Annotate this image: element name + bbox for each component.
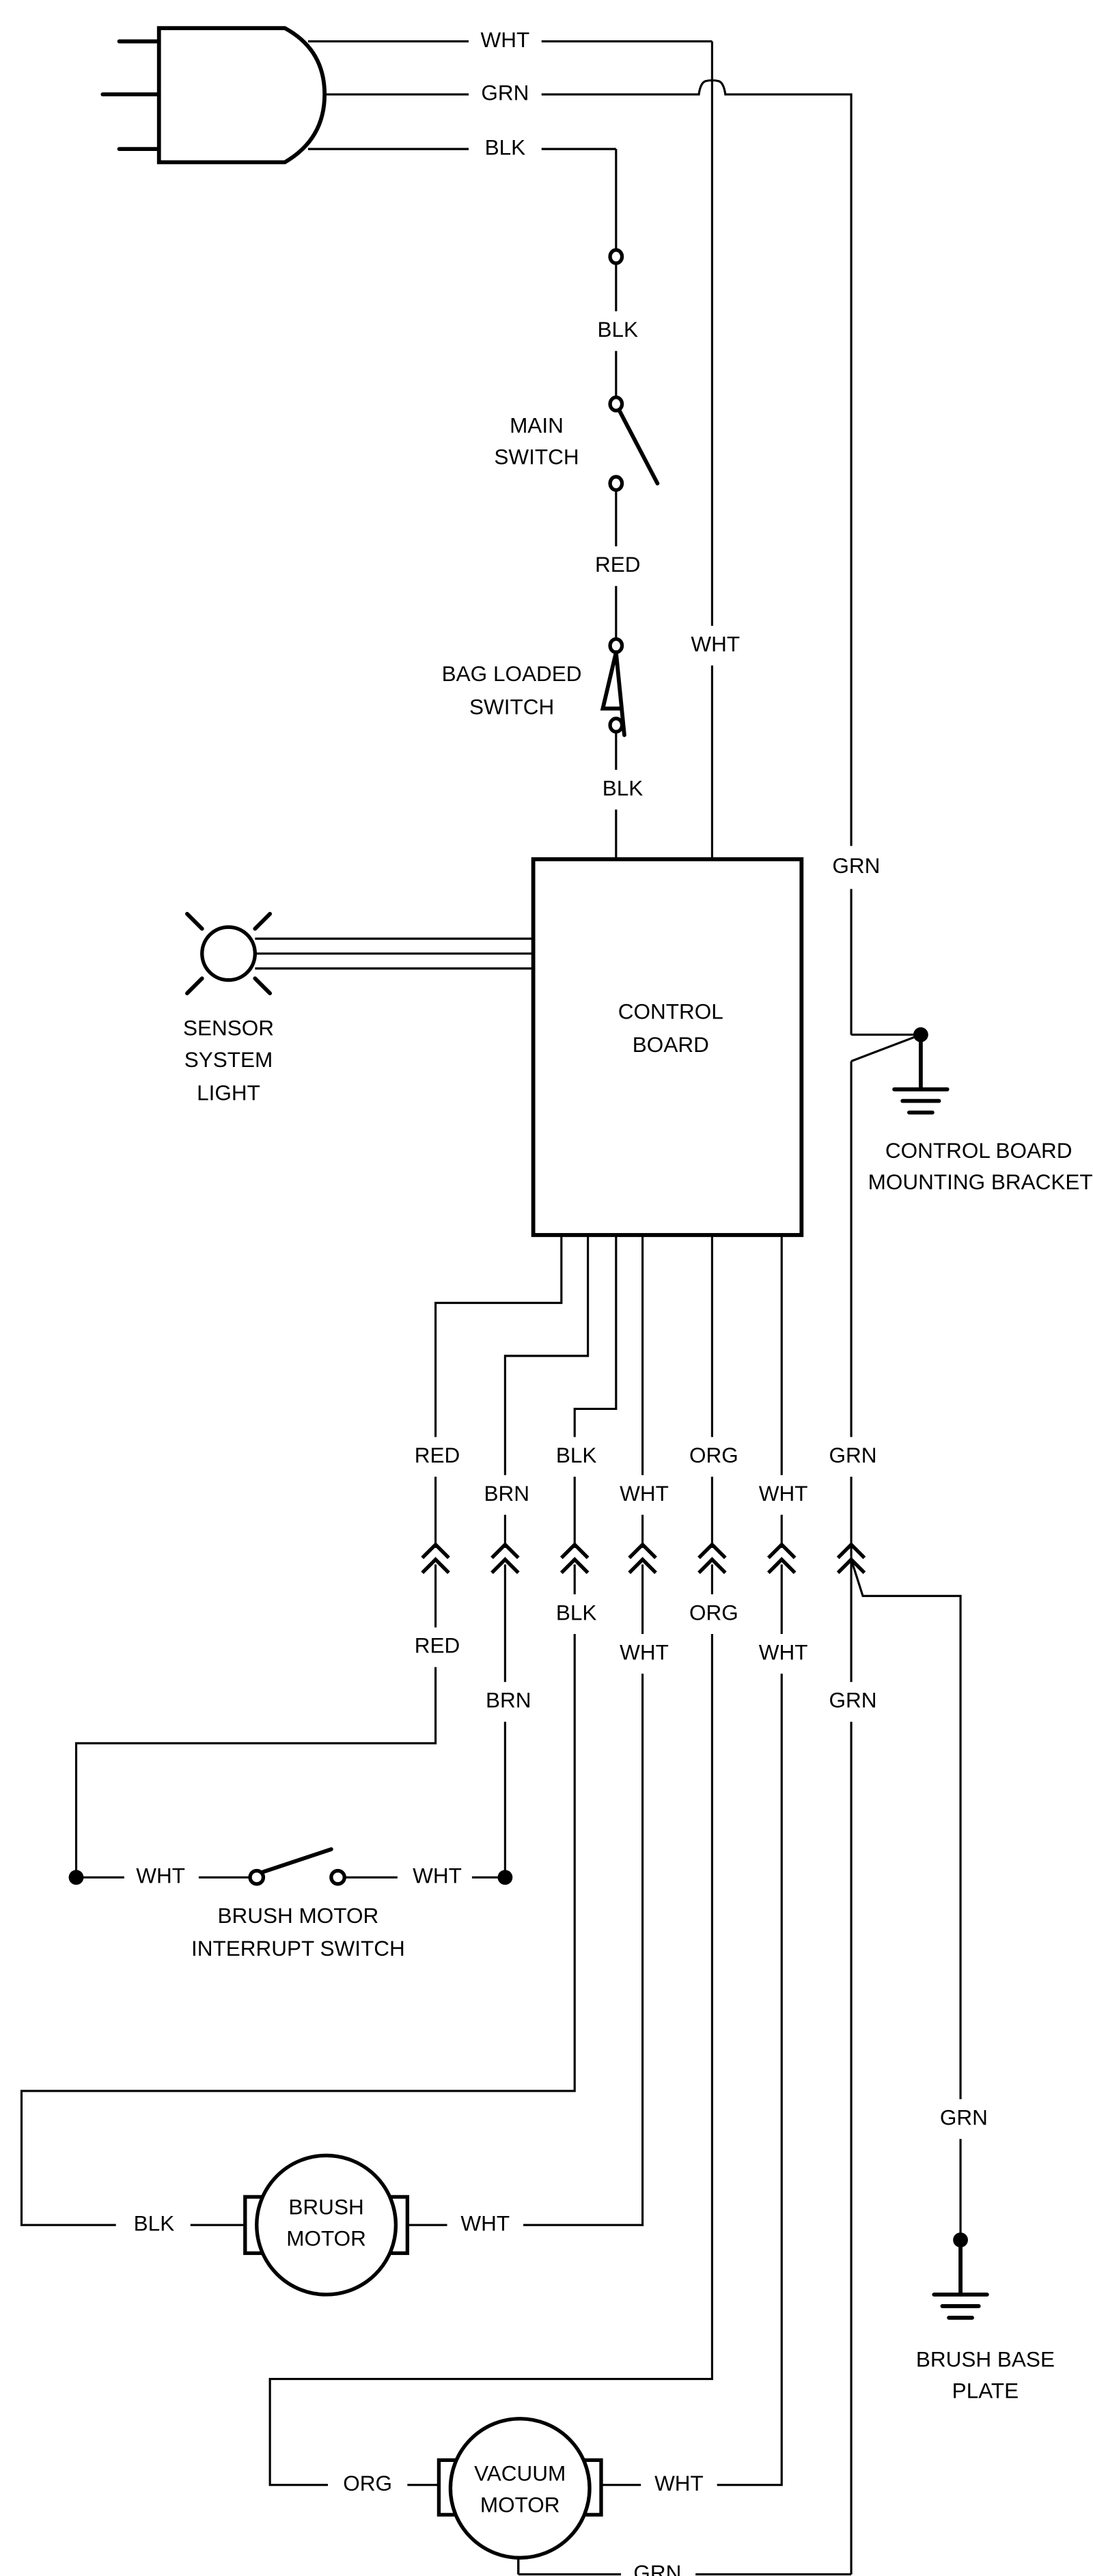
- connector-chevron-icon: [697, 1557, 727, 1575]
- harness-connectors: [421, 1542, 866, 1575]
- label-neutral-vertical: WHT: [691, 632, 740, 656]
- light-bulb-icon: [200, 925, 257, 982]
- connector-chevron-icon: [836, 1542, 866, 1560]
- label-base-plate-wire: GRN: [940, 2105, 988, 2129]
- wire-harness-wht-brush: [407, 1234, 644, 2226]
- harness-label-upper: WHT: [759, 1481, 808, 1506]
- harness-label-lower: BLK: [556, 1600, 597, 1624]
- label-ground-vertical: GRN: [832, 853, 880, 878]
- harness-label-lower: WHT: [620, 1639, 669, 1664]
- label-brush-left: BLK: [134, 2211, 175, 2236]
- label-sensor-3: LIGHT: [197, 1080, 260, 1105]
- connector-chevron-icon: [697, 1542, 727, 1560]
- connector-chevron-icon: [559, 1542, 590, 1560]
- harness-label-lower: RED: [415, 1633, 460, 1658]
- terminal-icon: [608, 248, 624, 266]
- wire-harness-org: [268, 1234, 713, 2487]
- label-blk-to-main: BLK: [597, 317, 638, 342]
- connector-chevron-icon: [421, 1557, 450, 1575]
- connector-chevron-icon: [628, 1557, 657, 1575]
- switch-blade-icon: [600, 650, 623, 711]
- label-base-plate-1: BRUSH BASE: [916, 2346, 1055, 2371]
- connector-chevron-icon: [766, 1557, 797, 1575]
- motor-icon: [255, 2153, 398, 2297]
- harness-label-upper: GRN: [829, 1443, 876, 1467]
- label-vacuum-motor-2: MOTOR: [480, 2493, 560, 2517]
- vacuum-motor: [437, 2417, 603, 2575]
- harness-label-lower: WHT: [759, 1639, 808, 1664]
- harness-label-upper: ORG: [689, 1443, 738, 1467]
- label-plug-grn: GRN: [481, 80, 529, 105]
- harness-label-lower: BRN: [486, 1688, 531, 1713]
- label-vacuum-ground: GRN: [633, 2560, 681, 2576]
- label-bag-to-board: BLK: [603, 775, 644, 800]
- label-control-board-2: BOARD: [633, 1032, 709, 1057]
- connector-chevron-icon: [766, 1542, 797, 1560]
- main-switch-terminal-icon: [608, 475, 624, 493]
- harness-label-upper: RED: [415, 1443, 460, 1467]
- wire-plug-wht: [307, 40, 713, 859]
- connector-chevron-icon: [490, 1542, 520, 1560]
- label-interrupt-right: WHT: [413, 1864, 462, 1888]
- sensor-system-light: [185, 911, 534, 996]
- interrupt-terminal-icon: [329, 1868, 346, 1886]
- wire-harness-blk: [20, 1234, 618, 2226]
- label-bracket-1: CONTROL BOARD: [885, 1138, 1073, 1163]
- label-bag-switch-2: SWITCH: [469, 695, 554, 719]
- label-brush-motor-1: BRUSH: [288, 2194, 363, 2219]
- harness-label-lower: ORG: [689, 1600, 738, 1624]
- connector-chevron-icon: [490, 1557, 520, 1575]
- ground-bracket: [892, 1027, 950, 1115]
- label-main-switch-1: MAIN: [510, 413, 564, 438]
- junction-dot: [497, 1870, 513, 1885]
- label-vacuum-motor-1: VACUUM: [474, 2461, 566, 2485]
- main-switch-terminal-icon: [608, 395, 624, 413]
- label-bag-switch-1: BAG LOADED: [442, 661, 582, 686]
- label-sensor-2: SYSTEM: [184, 1047, 273, 1072]
- label-interrupt-left: WHT: [136, 1864, 185, 1888]
- motor-icon: [448, 2417, 592, 2560]
- label-vacuum-left: ORG: [343, 2471, 392, 2495]
- harness-label-upper: BRN: [484, 1481, 530, 1506]
- label-sensor-1: SENSOR: [183, 1016, 274, 1040]
- switch-blade-icon: [260, 1847, 333, 1874]
- label-base-plate-2: PLATE: [952, 2378, 1019, 2402]
- label-vacuum-right: WHT: [654, 2471, 704, 2495]
- label-plug-blk: BLK: [485, 135, 526, 159]
- brush-motor-interrupt-switch[interactable]: [68, 1847, 513, 1886]
- harness-label-upper: WHT: [620, 1481, 669, 1506]
- wire-harness-red: [74, 1234, 563, 1878]
- interrupt-terminal-icon: [248, 1868, 266, 1886]
- label-interrupt-1: BRUSH MOTOR: [218, 1903, 379, 1928]
- harness-label-lower: GRN: [829, 1688, 876, 1713]
- label-main-switch-2: SWITCH: [494, 445, 579, 469]
- label-brush-right: WHT: [460, 2211, 510, 2236]
- label-plug-wht: WHT: [481, 27, 530, 52]
- wire-plug-grn: [324, 79, 922, 2576]
- label-control-board-1: CONTROL: [618, 999, 723, 1024]
- connector-chevron-icon: [628, 1542, 657, 1560]
- bag-switch-terminal-icon: [608, 717, 624, 734]
- label-bracket-2: MOUNTING BRACKET: [868, 1169, 1093, 1194]
- brush-motor: [243, 2153, 410, 2297]
- connector-chevron-icon: [421, 1542, 450, 1560]
- wire-ground-branch: [850, 1559, 962, 2239]
- connector-chevron-icon: [836, 1557, 866, 1575]
- wire-plug-blk: [307, 148, 618, 859]
- label-brush-motor-2: MOTOR: [286, 2226, 366, 2250]
- wire-harness-wht-vacuum: [601, 1234, 783, 2487]
- ground-base-plate: [932, 2232, 989, 2320]
- harness-label-upper: BLK: [556, 1443, 597, 1467]
- connector-chevron-icon: [559, 1557, 590, 1575]
- label-main-to-bag: RED: [595, 552, 641, 577]
- control-board: [531, 857, 804, 1237]
- bag-loaded-switch[interactable]: [600, 637, 626, 737]
- switch-blade-icon: [617, 408, 660, 486]
- main-switch[interactable]: [608, 395, 660, 493]
- label-interrupt-2: INTERRUPT SWITCH: [191, 1936, 405, 1961]
- power-plug: [100, 26, 327, 165]
